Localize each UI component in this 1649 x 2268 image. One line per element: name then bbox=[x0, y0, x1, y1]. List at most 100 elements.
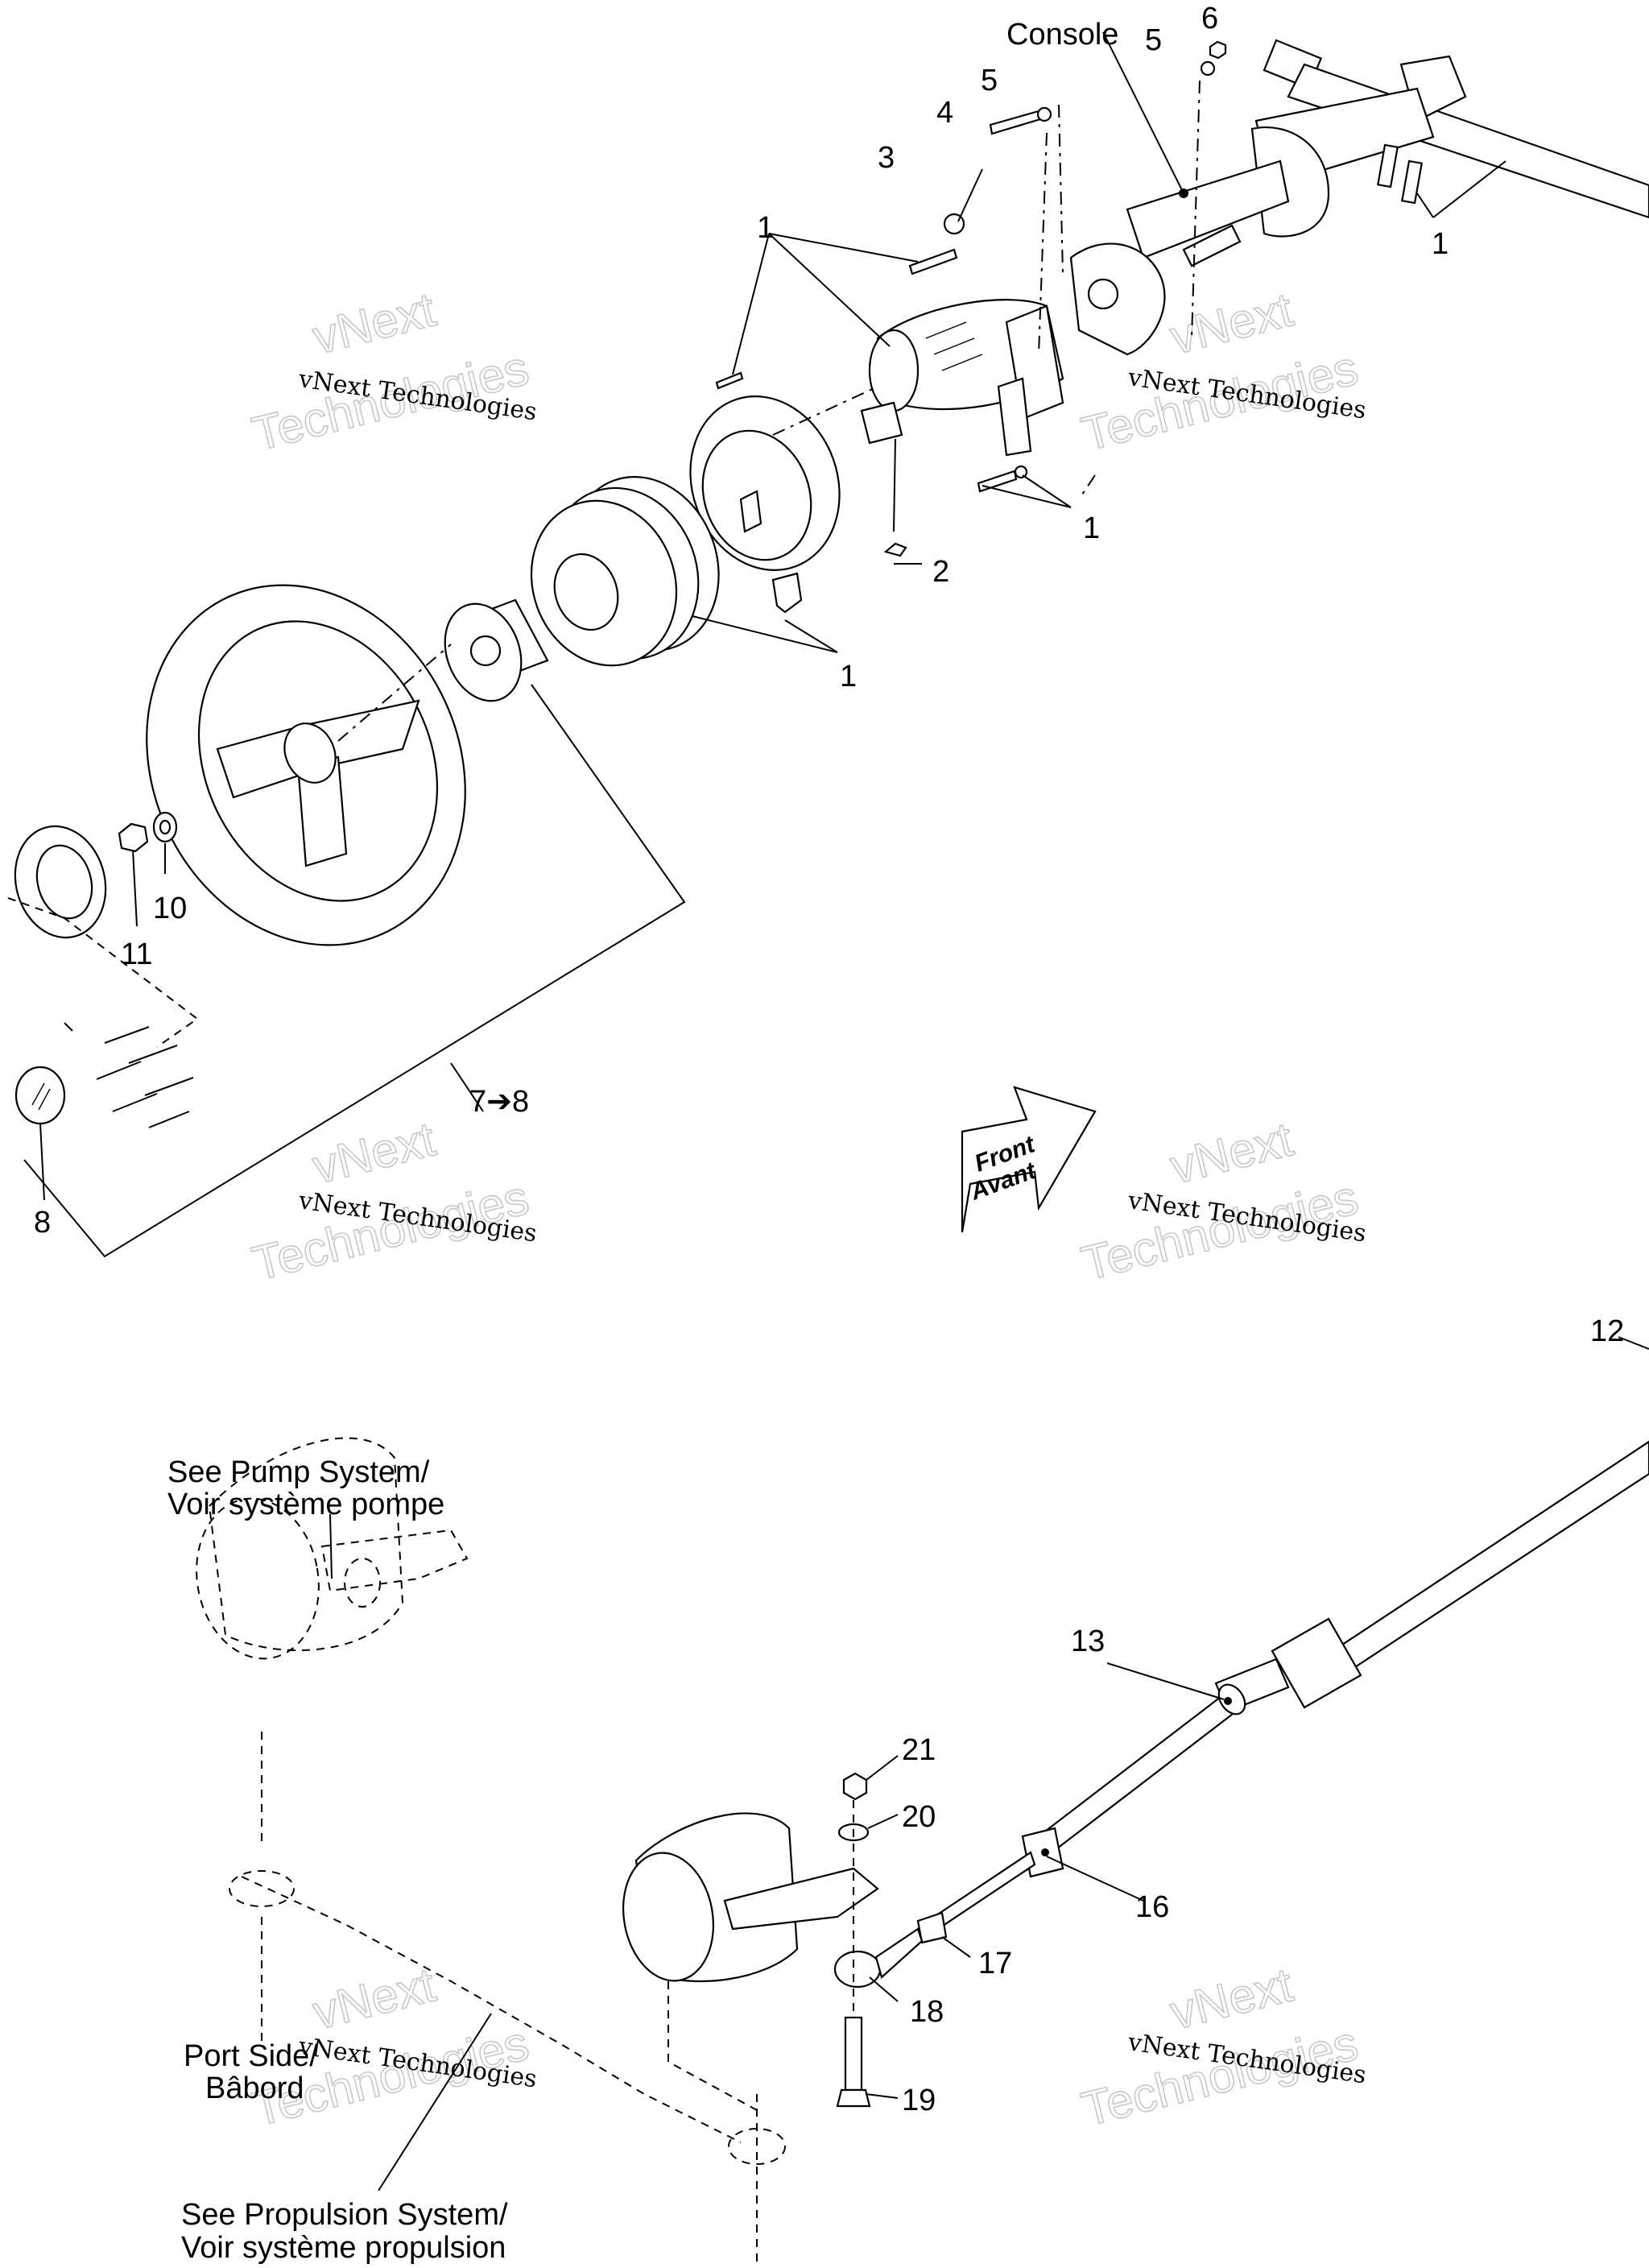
plate-screws bbox=[96, 1026, 194, 1128]
screw-a bbox=[104, 1026, 150, 1044]
tilt-mechanism bbox=[860, 299, 1064, 457]
leader-propulsion bbox=[378, 2013, 492, 2191]
washer-10-hole bbox=[159, 819, 172, 835]
leader-20 bbox=[867, 1814, 899, 1829]
port-ball-joint bbox=[229, 1870, 295, 1907]
leader-8 bbox=[39, 1123, 45, 1201]
leader-17 bbox=[941, 1936, 971, 1958]
cable-sheath bbox=[1319, 1440, 1649, 1681]
callout-13: 13 bbox=[1071, 1624, 1105, 1658]
nut-6 bbox=[1209, 40, 1227, 60]
callout-16: 16 bbox=[1135, 1890, 1169, 1924]
guide-lower-screw bbox=[1078, 474, 1096, 500]
screw-c bbox=[96, 1061, 142, 1080]
watermark-big-1: vNext bbox=[308, 1957, 440, 2039]
nozzle-left-opening bbox=[196, 1497, 320, 1660]
column-clip bbox=[1182, 224, 1242, 267]
ball-joint bbox=[833, 1772, 924, 2108]
callout-3: 3 bbox=[878, 141, 895, 175]
callout-6: 6 bbox=[1201, 2, 1218, 35]
watermark-big-1: vNext bbox=[1165, 1111, 1298, 1194]
jet-nozzle-right bbox=[622, 1812, 879, 1983]
screw-e bbox=[112, 1093, 158, 1112]
direction-arrow-shape bbox=[961, 1086, 1097, 1233]
column-flange bbox=[1250, 126, 1330, 238]
port-linkage bbox=[229, 1732, 786, 2268]
bolt-19 bbox=[844, 2016, 863, 2092]
tilt-springs bbox=[925, 321, 983, 371]
leader-1-upper-b bbox=[732, 233, 770, 375]
tilt-spline bbox=[860, 401, 903, 445]
console-disc bbox=[1069, 242, 1166, 356]
screw-1-upper bbox=[908, 248, 958, 275]
steering-wheel bbox=[146, 584, 466, 946]
leader-1-lower-b bbox=[1022, 474, 1072, 508]
cable-collar-13 bbox=[1217, 1683, 1246, 1715]
note-prop-line2: Voir système propulsion bbox=[181, 2231, 506, 2265]
leader-1-bottom-b bbox=[784, 619, 838, 653]
screw-b bbox=[128, 1045, 178, 1064]
leader-11 bbox=[132, 849, 138, 927]
column-bolt-2 bbox=[1401, 159, 1424, 205]
leader-1-upper-c bbox=[768, 233, 891, 347]
cap-8-mark bbox=[31, 1082, 51, 1111]
leader-1-right-b bbox=[1416, 192, 1434, 218]
callout-17: 17 bbox=[978, 1947, 1012, 1980]
cable-fitting-nut bbox=[1271, 1617, 1362, 1709]
callout-20: 20 bbox=[902, 1800, 936, 1834]
watermark-top-left: vNext Technologies vNext Technologies bbox=[246, 282, 539, 462]
leader-7-8-frame bbox=[23, 684, 686, 1258]
nut-11 bbox=[118, 822, 149, 853]
bolt-4 bbox=[989, 110, 1042, 135]
leader-13 bbox=[1106, 1662, 1225, 1700]
housing-insert bbox=[771, 572, 803, 614]
nozzle-left-pivot bbox=[344, 1558, 381, 1608]
console-plate bbox=[1069, 242, 1166, 356]
watermark-big-1: vNext bbox=[1165, 282, 1298, 364]
guide-plate-screws bbox=[7, 897, 199, 1048]
callout-7-8: 7➔8 bbox=[469, 1085, 529, 1119]
note-pump-line2: Voir système pompe bbox=[167, 1488, 444, 1521]
guide-nut-6 bbox=[1191, 80, 1201, 339]
bellows-boot bbox=[530, 476, 720, 667]
tilt-handle bbox=[997, 377, 1032, 457]
guide-housing bbox=[772, 386, 878, 436]
ball-joint-eye bbox=[833, 1950, 882, 1989]
jam-nut-17 bbox=[916, 1911, 948, 1944]
callout-8: 8 bbox=[34, 1206, 51, 1240]
screw-1-lower bbox=[977, 470, 1018, 493]
callout-1-bottom: 1 bbox=[840, 660, 857, 693]
callout-19: 19 bbox=[902, 2084, 936, 2117]
guide-bolt-4 bbox=[1058, 104, 1064, 275]
direction-arrow: Front Avant bbox=[961, 1086, 1097, 1233]
leader-1-bottom-a bbox=[692, 615, 838, 653]
callout-12: 12 bbox=[1590, 1314, 1624, 1348]
leader-13-dot bbox=[1224, 1697, 1232, 1705]
column-shaft bbox=[1126, 159, 1290, 259]
callout-1-upper: 1 bbox=[757, 211, 774, 245]
screw-1-left bbox=[715, 371, 744, 390]
key-2 bbox=[883, 542, 907, 557]
nozzle-left-body bbox=[208, 1437, 404, 1652]
jet-nozzle-left bbox=[196, 1437, 469, 1660]
hub-spline bbox=[469, 635, 502, 667]
callout-2: 2 bbox=[932, 555, 949, 589]
bellows-hole bbox=[553, 553, 619, 631]
leader-16-dot bbox=[1041, 1848, 1049, 1856]
washer-1-lower bbox=[1014, 465, 1028, 479]
console-hole bbox=[1087, 278, 1119, 310]
note-port-line1: Port Side/ bbox=[184, 2039, 318, 2073]
steering-column bbox=[1126, 39, 1649, 267]
watermark-mid-left: vNext Technologies vNext Technologies bbox=[246, 1111, 539, 1292]
washer-5-right bbox=[1200, 60, 1216, 77]
steering-housing bbox=[689, 395, 841, 571]
callout-21: 21 bbox=[902, 1733, 936, 1767]
watermark-big-1: vNext bbox=[1165, 1957, 1298, 2039]
leader-pump bbox=[329, 1513, 333, 1579]
hub-adapter bbox=[444, 598, 549, 702]
guide-nozzle-right bbox=[667, 1981, 758, 2111]
cap-8 bbox=[14, 1066, 66, 1125]
leader-8-plate bbox=[64, 1022, 73, 1032]
cable-rod bbox=[932, 1851, 1036, 1931]
